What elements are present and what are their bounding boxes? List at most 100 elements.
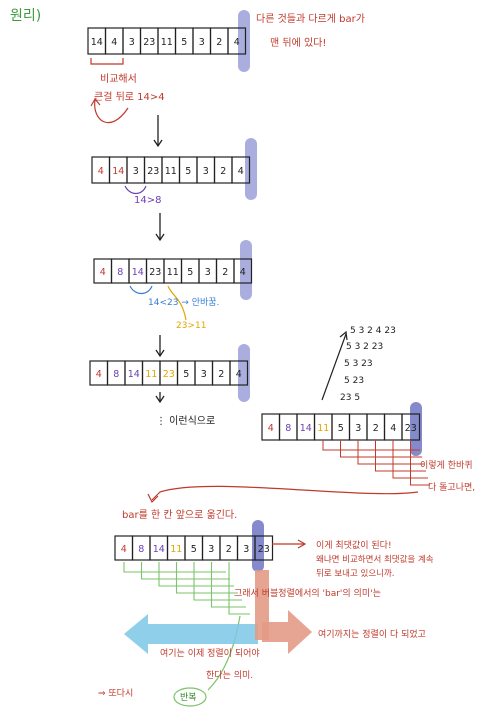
arrow-head	[90, 97, 101, 107]
array-cell-value: 23	[405, 423, 417, 434]
array-cell-value: 2	[220, 166, 226, 177]
array-cell-value: 4	[390, 423, 396, 434]
array-cell-value: 11	[167, 267, 179, 278]
arrow-head	[153, 139, 163, 148]
array-cell-value: 4	[100, 267, 106, 278]
note-top-right-2: 맨 뒤에 있다!	[270, 37, 326, 49]
array-cell-value: 2	[216, 37, 222, 48]
array-cell-value: 4	[96, 369, 102, 380]
array-cell-value: 14	[300, 423, 312, 434]
array-cell-value: 3	[203, 166, 209, 177]
array-cell-value: 5	[183, 369, 189, 380]
note-once-1: 이렇게 한바퀴	[420, 460, 473, 471]
array-cell-value: 14	[112, 166, 124, 177]
array-cell-value: 14	[153, 544, 165, 555]
array-cell-value: 4	[111, 37, 117, 48]
array-cell-value: 3	[355, 423, 361, 434]
array-cell-value: 11	[161, 37, 173, 48]
tri-line-5: 23 5	[340, 393, 360, 403]
array-cell-value: 3	[208, 544, 214, 555]
bar-marker	[238, 344, 250, 402]
staircase-line	[392, 440, 428, 479]
array-cell-value: 5	[181, 37, 187, 48]
note-big-back: 큰걸 뒤로 14>4	[94, 90, 165, 103]
array-cell-value: 3	[199, 37, 205, 48]
note-once-2: 다 돌고나면,	[428, 482, 475, 493]
note-meaning: 그래서 버블정렬에서의 'bar'의 의미'는	[234, 588, 381, 599]
swap-arrow	[94, 99, 129, 123]
array-cell-value: 4	[236, 369, 242, 380]
array-cell	[254, 535, 274, 561]
tri-line-3: 5 3 23	[344, 359, 373, 369]
tri-line-1: 5 3 2 4 23	[350, 326, 396, 336]
arrow-head	[339, 330, 348, 341]
array-cell-value: 2	[218, 369, 224, 380]
array-cell-value: 5	[338, 423, 344, 434]
compare-bracket	[90, 58, 124, 65]
bar-move-arrow	[151, 485, 419, 501]
staircase-line	[193, 562, 242, 601]
annotations	[90, 58, 430, 707]
staircase-line	[340, 440, 422, 458]
array-cell-value: 14	[128, 369, 140, 380]
staircase-line	[228, 562, 250, 615]
array-cell-value: 11	[165, 166, 177, 177]
array-cell-value: 2	[226, 544, 232, 555]
note-max-1: 이게 최댓값이 된다!	[316, 539, 392, 551]
array-cell-value: 8	[117, 267, 123, 278]
array-cell-value: 23	[147, 166, 159, 177]
array-cell-value: 11	[145, 369, 157, 380]
staircase-line	[322, 440, 420, 451]
note-max-3: 뒤로 보내고 있으니까.	[316, 568, 395, 579]
array-cell-value: 8	[138, 544, 144, 555]
staircase-line	[210, 562, 246, 608]
staircase-line	[375, 440, 426, 472]
array-cell-value: 4	[98, 166, 104, 177]
heading: 원리)	[10, 8, 41, 24]
staircase-line	[123, 562, 226, 573]
arrow-head	[297, 539, 307, 549]
array-cell-value: 4	[240, 267, 246, 278]
compare-bracket	[124, 185, 147, 195]
array-cell-value: 23	[258, 544, 270, 555]
arrow-head	[155, 349, 165, 358]
array-cell-value: 14	[91, 37, 103, 48]
bar-marker	[240, 240, 252, 300]
note-this-way: ⋮ 이런식으로	[156, 415, 215, 427]
left-big-arrow	[124, 614, 258, 654]
note-cmp-14-8: 14>8	[134, 195, 161, 206]
divider-bar	[255, 570, 269, 640]
array-cell	[231, 156, 251, 184]
array-cell	[229, 360, 249, 386]
arrow-head	[155, 233, 165, 242]
array-cell-value: 3	[205, 267, 211, 278]
note-cmp-14-23: 14<23 → 안바꿈.	[148, 297, 219, 308]
staircase-line	[140, 562, 230, 580]
array-cell-value: 11	[170, 544, 182, 555]
array-cell-value: 5	[187, 267, 193, 278]
array-cell-value: 23	[149, 267, 161, 278]
staircase-line	[158, 562, 234, 587]
note-bar-move: bar를 한 칸 앞으로 옮긴다.	[122, 509, 237, 521]
array-cell-value: 5	[185, 166, 191, 177]
tri-line-4: 5 23	[344, 376, 364, 386]
note-compare: 비교해서	[100, 72, 137, 85]
array-cell	[227, 27, 247, 55]
arrow-head	[155, 395, 165, 404]
arrow-head	[147, 493, 159, 504]
array-cell	[233, 258, 253, 284]
array-cell-value: 3	[129, 37, 135, 48]
array-cell-value: 14	[132, 267, 144, 278]
bar-marker	[245, 138, 257, 200]
array-cell-value: 23	[163, 369, 175, 380]
array-cell-value: 4	[121, 544, 127, 555]
array-cell-value: 4	[238, 166, 244, 177]
array-cell-value: 3	[201, 369, 207, 380]
